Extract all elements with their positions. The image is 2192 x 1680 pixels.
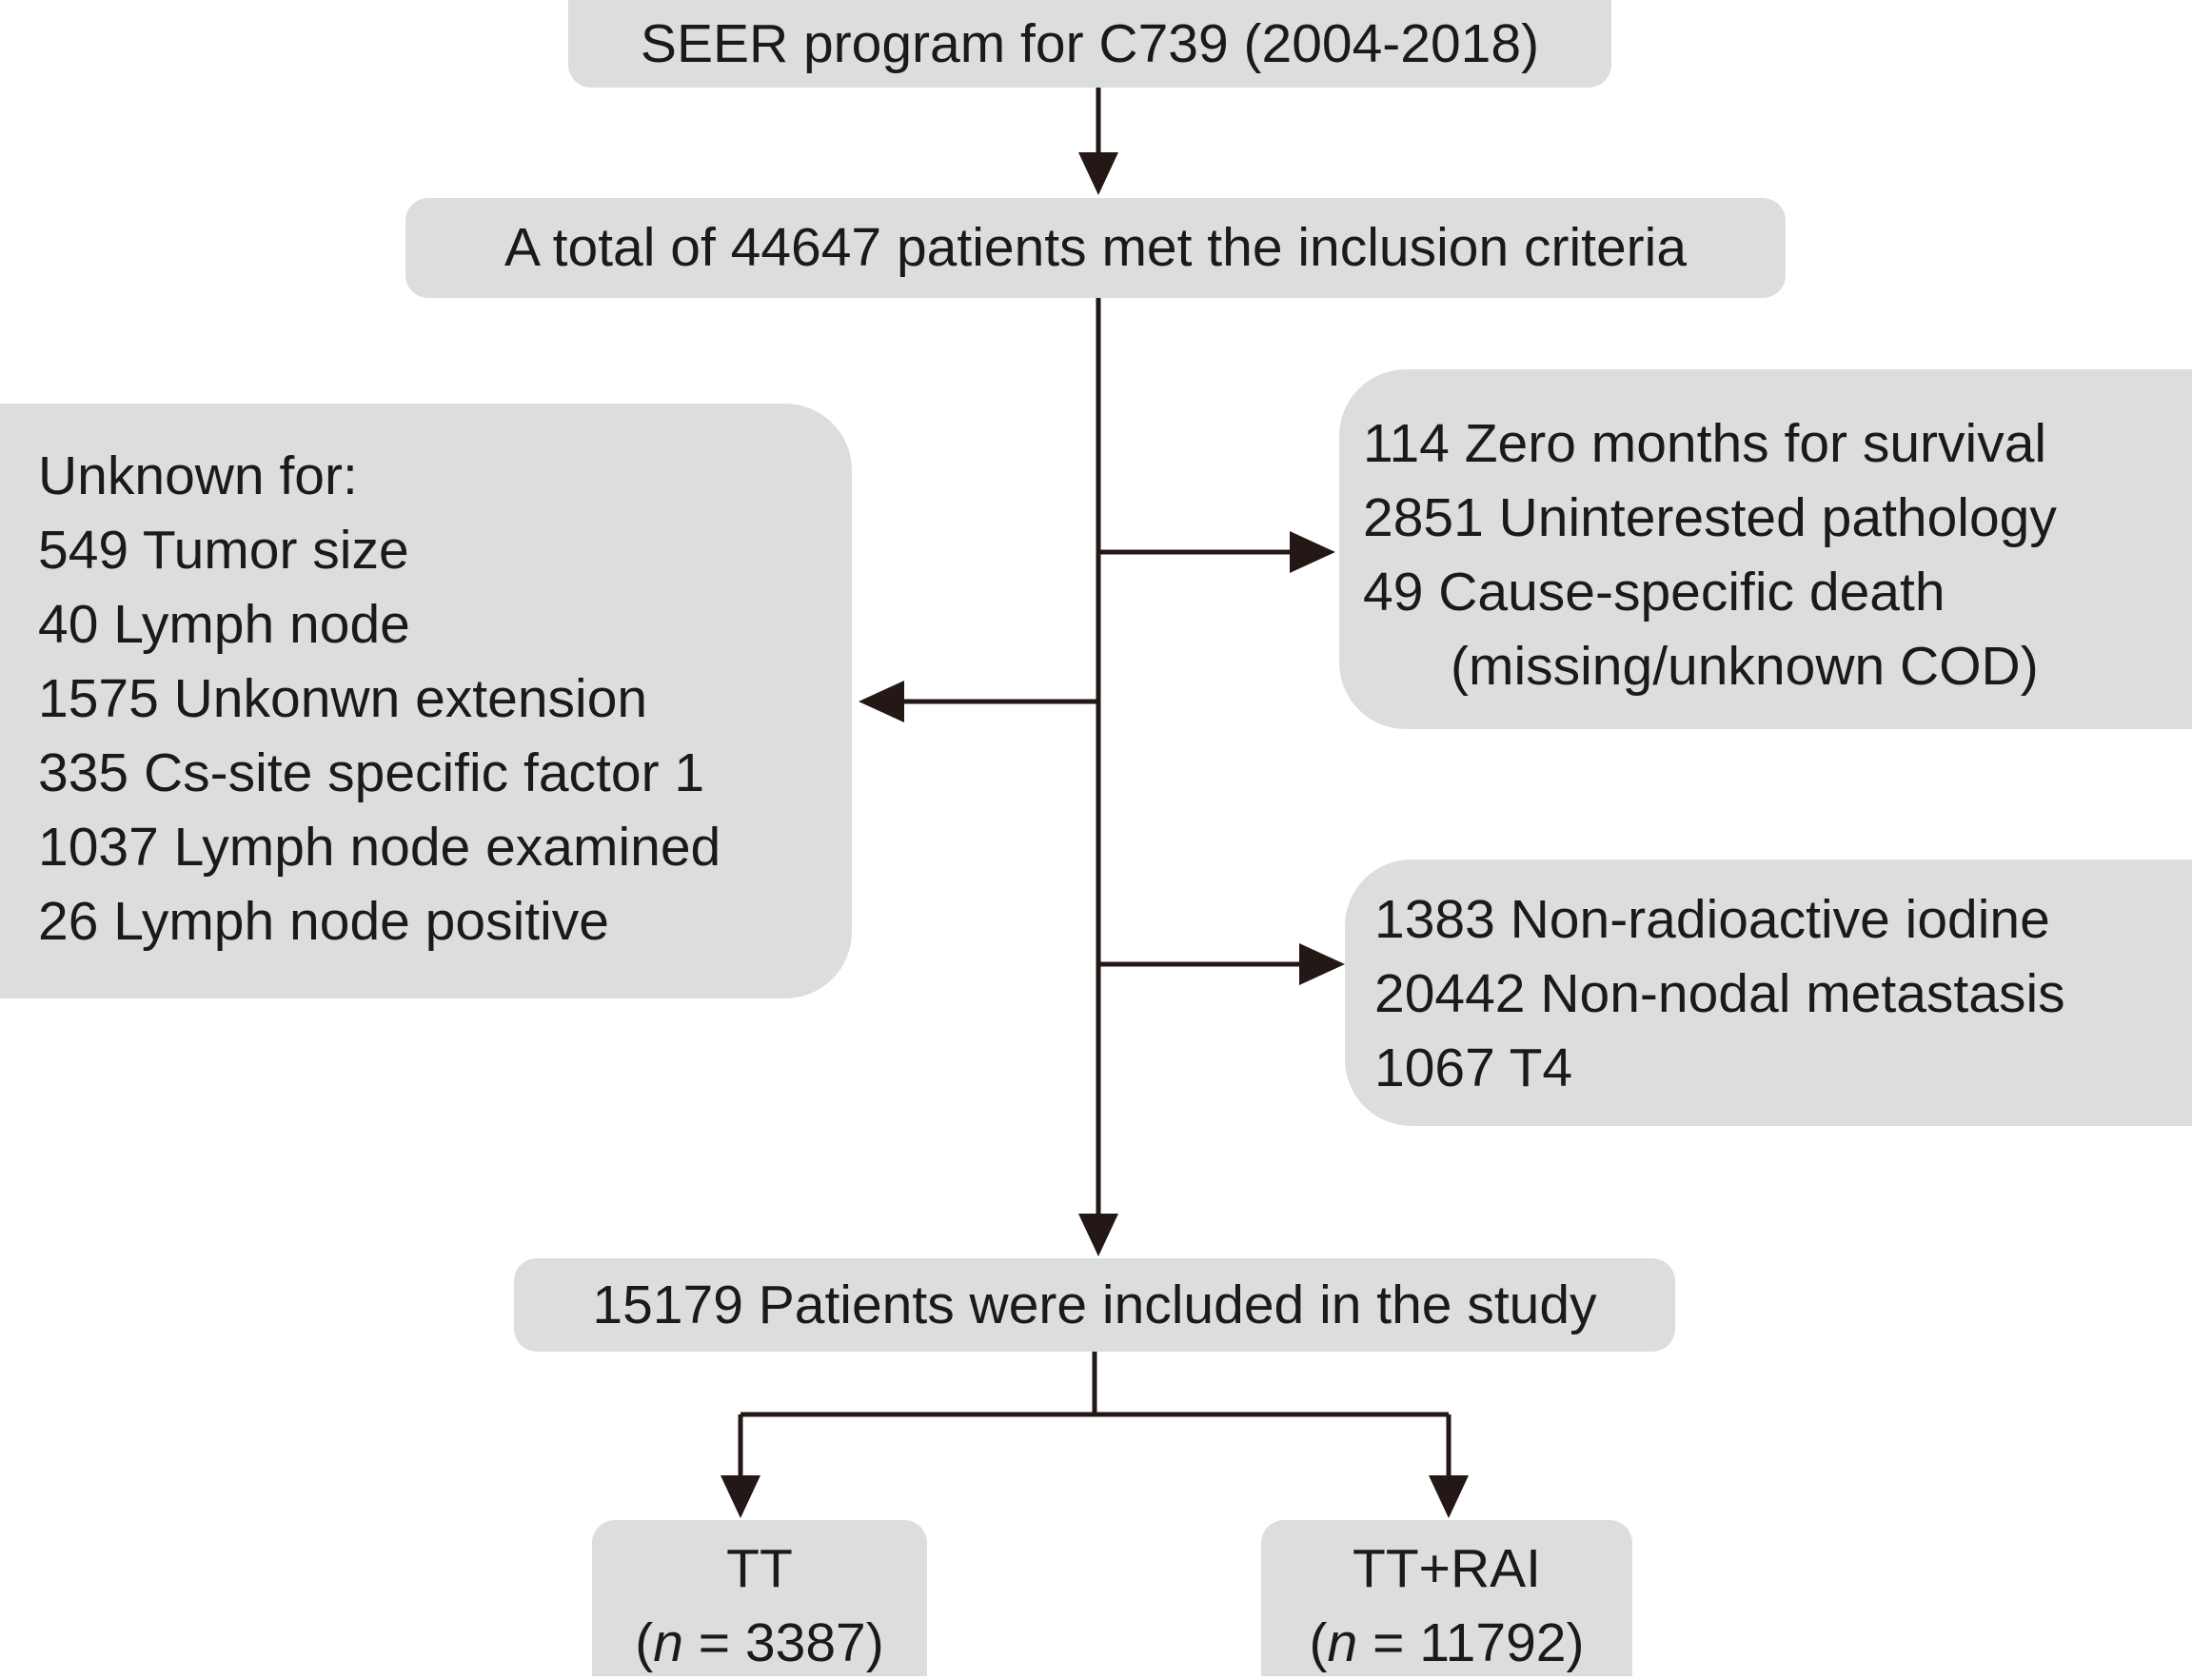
tt-rai-box: TT+RAI (n = 11792) [1261,1520,1632,1676]
arrowhead-included [1078,1214,1118,1256]
exclusion-2-item: 1383 Non-radioactive iodine [1374,889,2050,950]
unknown-item: 40 Lymph node [38,594,410,655]
exclusion-1-item: 49 Cause-specific death [1363,562,1945,623]
inclusion-box: A total of 44647 patients met the inclus… [405,198,1786,298]
source-text: SEER program for C739 (2004-2018) [640,12,1540,74]
arrowhead-tt [721,1475,760,1518]
unknown-item: 26 Lymph node positive [38,891,609,952]
exclusion-1-item: 2851 Uninterested pathology [1363,487,2057,548]
tt-box: TT (n = 3387) [592,1520,927,1676]
unknown-heading: Unknown for: [38,445,358,506]
exclusion-1-item: 114 Zero months for survival [1363,413,2047,474]
unknown-item: 1037 Lymph node examined [38,817,721,878]
unknown-item: 1575 Unkonwn extension [38,668,648,729]
exclusion-2-item: 20442 Non-nodal metastasis [1374,963,2065,1024]
arrowhead-inclusion [1078,152,1118,195]
included-box: 15179 Patients were included in the stud… [514,1258,1675,1352]
tt-rai-label: TT+RAI [1353,1538,1541,1599]
arrowhead-exclusion-1 [1290,531,1335,573]
exclusion-1-continuation: (missing/unknown COD) [1451,636,2039,697]
unknown-box [0,404,852,998]
arrowhead-tt-rai [1429,1475,1469,1518]
source-box: SEER program for C739 (2004-2018) [568,0,1611,88]
tt-count: (n = 3387) [635,1612,884,1673]
exclusion-1-list: 114 Zero months for survival 2851 Uninte… [1363,406,2057,703]
unknown-item: 549 Tumor size [38,520,409,581]
included-text: 15179 Patients were included in the stud… [592,1274,1597,1335]
exclusion-2-list: 1383 Non-radioactive iodine 20442 Non-no… [1374,882,2065,1105]
arrowhead-unknown [859,681,904,722]
exclusion-2-item: 1067 T4 [1374,1038,1573,1098]
exclusion-2-box [1345,860,2192,1126]
arrowhead-exclusion-2 [1299,943,1345,985]
inclusion-text: A total of 44647 patients met the inclus… [504,217,1688,278]
unknown-item: 335 Cs-site specific factor 1 [38,742,705,803]
tt-rai-count: (n = 11792) [1309,1612,1585,1673]
exclusion-1-box [1339,369,2192,729]
tt-label: TT [726,1538,793,1599]
unknown-list: Unknown for: 549 Tumor size 40 Lymph nod… [38,439,721,959]
